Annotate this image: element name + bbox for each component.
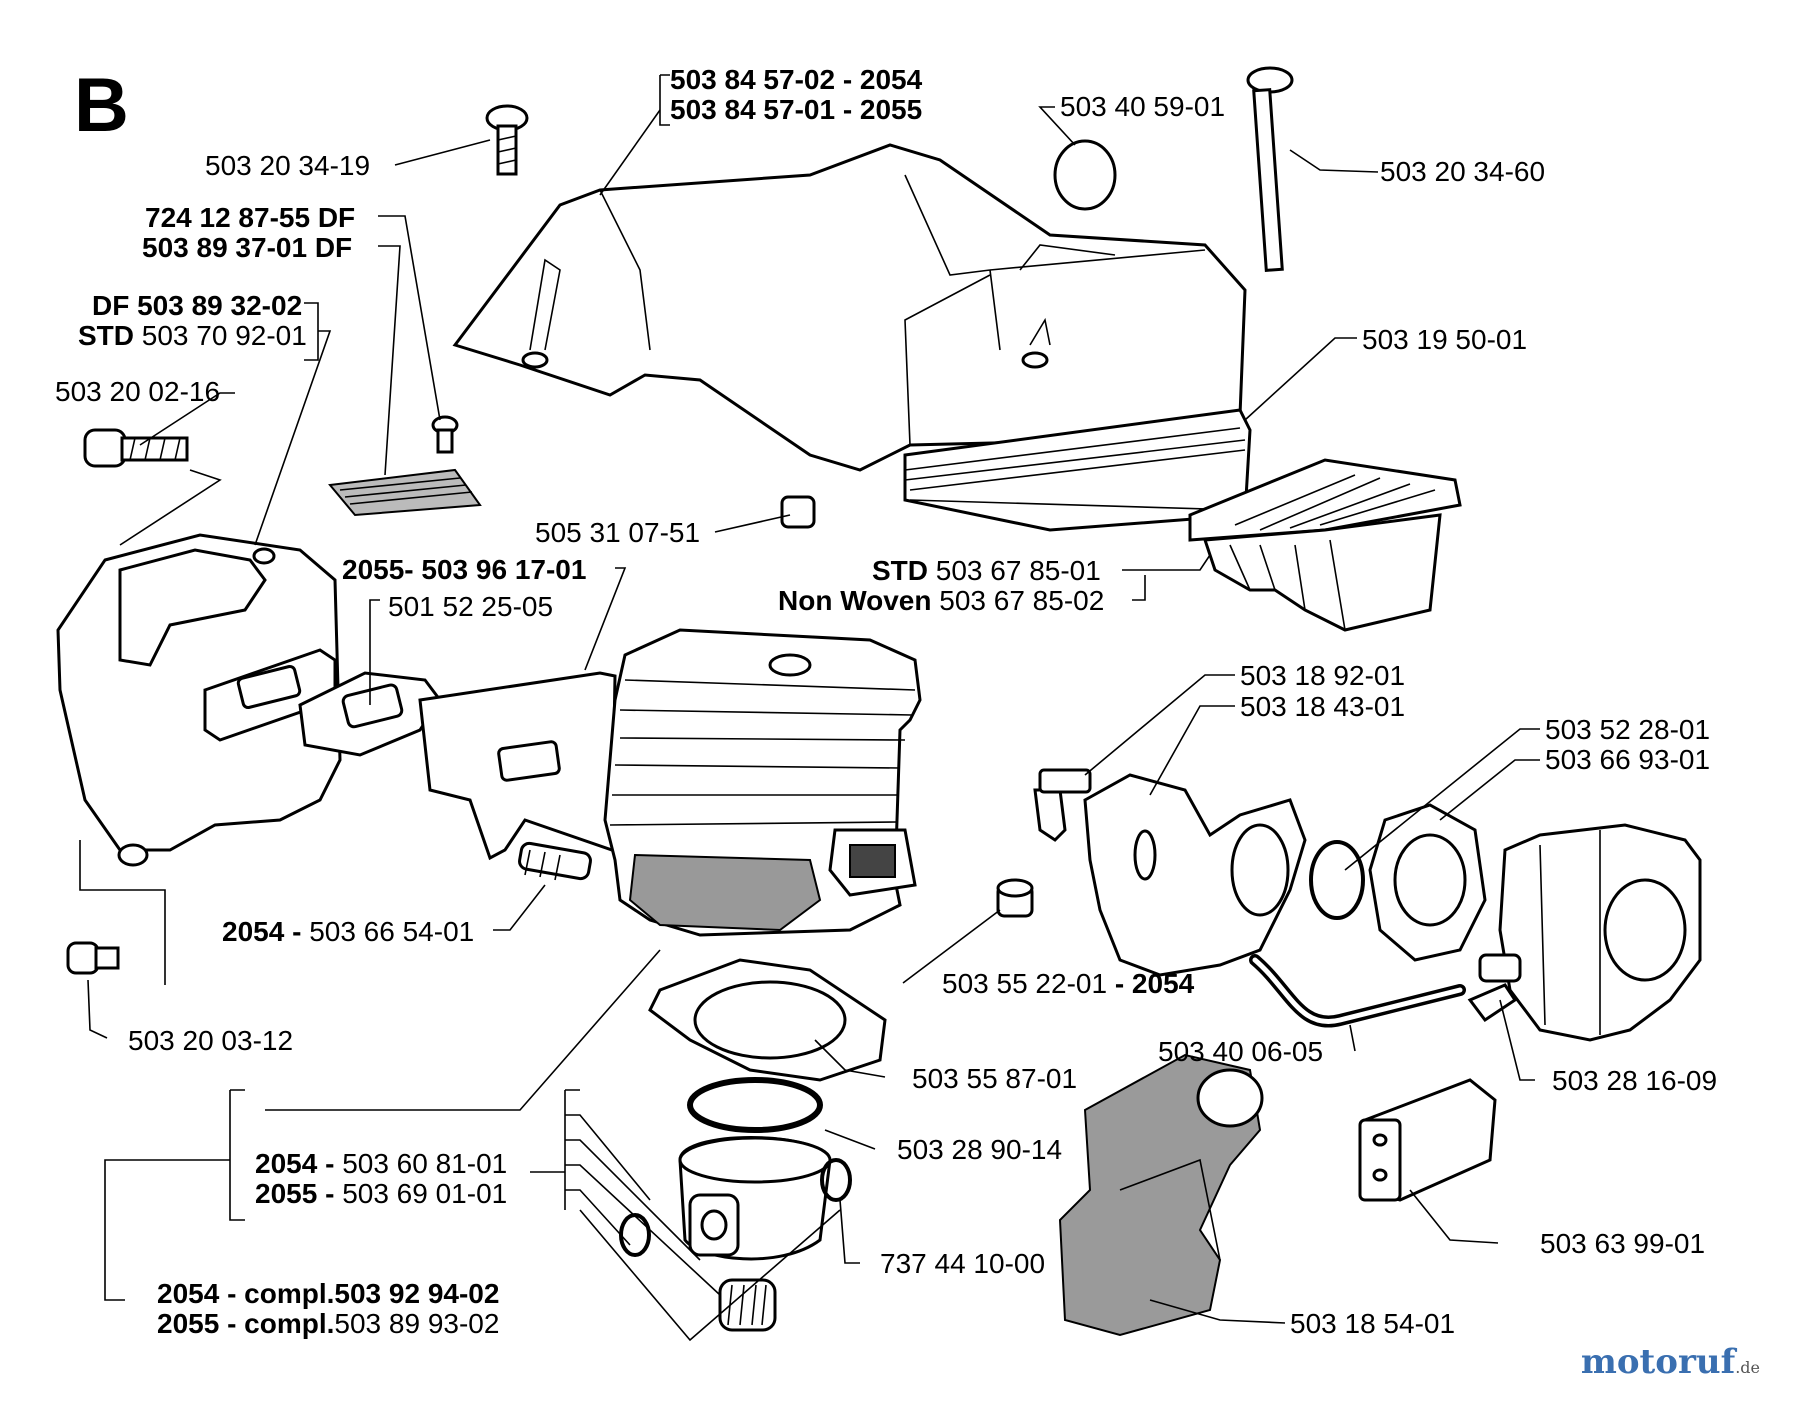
label-filter-std: STD 503 67 85-01 xyxy=(872,557,1101,585)
top-screw-drawing xyxy=(485,104,529,176)
label-filter-std-prefix: STD xyxy=(872,555,928,586)
df-screen-drawing xyxy=(328,415,482,517)
label-cyl-2055-prefix: 2055 - xyxy=(255,1178,335,1209)
label-seal-strip: 503 19 50-01 xyxy=(1362,324,1528,355)
label-screw-top: 503 20 34-19 xyxy=(205,150,371,181)
label-plug-2054-number: 503 55 22-01 xyxy=(942,968,1108,999)
plug-cap-drawing xyxy=(1053,139,1117,211)
watermark-logo: motoruf.de xyxy=(1581,1342,1760,1382)
watermark-brand: motoruf xyxy=(1580,1342,1736,1382)
label-base-gasket: 503 55 87-01 xyxy=(912,1063,1078,1094)
label-airfilter-cover-2054: 503 84 57-02 - 2054 xyxy=(670,64,923,95)
buffer-drawing xyxy=(1358,1078,1497,1202)
label-piston-ring: 503 28 90-14 xyxy=(897,1134,1063,1165)
label-filter-nw-prefix: Non Woven xyxy=(778,585,932,616)
label-buffer: 503 63 99-01 xyxy=(1540,1228,1706,1259)
intake-manifold-drawing xyxy=(1058,1053,1264,1337)
label-plug-2054: 503 55 22-01 - 2054 xyxy=(942,970,1194,998)
label-cyl-2054-prefix: 2054 - xyxy=(255,1148,335,1179)
label-intake-clip-b: 503 18 43-01 xyxy=(1240,691,1406,722)
label-muffler-std: STD 503 70 92-01 xyxy=(78,322,307,350)
carb-gasket-drawing xyxy=(1368,803,1487,962)
label-decomp-valve-number: 503 66 54-01 xyxy=(309,916,475,947)
label-circlip: 737 44 10-00 xyxy=(880,1248,1046,1279)
cylinder-cover-drawing xyxy=(452,143,1252,532)
label-long-bolt: 503 20 34-60 xyxy=(1380,156,1546,187)
needle-bearing-drawing xyxy=(718,1278,777,1332)
grommet-drawing xyxy=(780,495,816,529)
label-carb-gasket-b: 503 66 93-01 xyxy=(1545,744,1711,775)
label-cyl-2054-number: 503 60 81-01 xyxy=(342,1148,508,1179)
label-cyl-2055-number: 503 69 01-01 xyxy=(342,1178,508,1209)
long-bolt-drawing xyxy=(1246,66,1294,272)
leader-lines xyxy=(79,74,1540,1342)
carburetor-drawing xyxy=(1467,823,1702,1042)
section-letter: B xyxy=(74,63,129,148)
piston-drawing xyxy=(678,1136,832,1261)
label-filter-std-number: 503 67 85-01 xyxy=(935,555,1101,586)
label-muffler-std-prefix: STD xyxy=(78,320,134,351)
label-cyl-2055: 2055 - 503 69 01-01 xyxy=(255,1180,507,1208)
label-muffler-df: DF 503 89 32-02 xyxy=(92,292,302,320)
label-compl-2055-prefix: 2055 - compl. xyxy=(157,1308,335,1339)
label-muffler-df-number: 503 89 32-02 xyxy=(137,290,303,321)
muffler-bolt-drawing xyxy=(83,428,189,468)
muffler-screw-drawing xyxy=(66,941,120,975)
decomp-valve-drawing xyxy=(518,841,592,881)
base-gasket-drawing xyxy=(648,958,887,1082)
muffler-drawing xyxy=(56,533,342,867)
label-compl-2054: 2054 - compl.503 92 94-02 xyxy=(157,1280,499,1308)
label-impulse-hose: 503 40 06-05 xyxy=(1158,1036,1324,1067)
label-airfilter-cover-2055: 503 84 57-01 - 2055 xyxy=(670,94,923,125)
intake-ring-drawing xyxy=(1309,840,1365,920)
label-filter-nw-number: 503 67 85-02 xyxy=(939,585,1105,616)
intake-adapter-drawing xyxy=(1033,768,1307,977)
label-carb-gasket-a: 503 52 28-01 xyxy=(1545,714,1711,745)
muffler-gasket-drawing xyxy=(298,671,442,757)
air-filter-drawing xyxy=(1188,458,1462,632)
piston-ring-drawing xyxy=(687,1077,823,1133)
label-screen-df-b: 503 89 37-01 DF xyxy=(142,232,353,263)
label-decomp-valve-prefix: 2054 - xyxy=(222,916,302,947)
label-plug-2054-suffix: - 2054 xyxy=(1114,968,1195,999)
label-intake-clip-a: 503 18 92-01 xyxy=(1240,660,1406,691)
label-compl-2054-prefix: 2054 - compl. xyxy=(157,1278,335,1309)
label-compl-2055: 2055 - compl.503 89 93-02 xyxy=(157,1310,499,1338)
label-muffler-gasket: 501 52 25-05 xyxy=(388,591,554,622)
label-muffler-df-prefix: DF xyxy=(92,290,130,321)
label-filter-nonwoven: Non Woven 503 67 85-02 xyxy=(778,587,1104,615)
plug-drawing xyxy=(996,878,1034,918)
label-plug-cap: 503 40 59-01 xyxy=(1060,91,1226,122)
label-muffler-screw: 503 20 03-12 xyxy=(128,1025,294,1056)
cylinder-drawing xyxy=(603,628,922,937)
label-screen-df-a: 724 12 87-55 DF xyxy=(145,202,356,233)
label-muffler-std-number: 503 70 92-01 xyxy=(141,320,307,351)
label-heat-shield: 2055- 503 96 17-01 xyxy=(342,554,587,585)
label-muffler-bolt: 503 20 02-16 xyxy=(55,376,221,407)
heat-shield-drawing xyxy=(418,671,617,861)
watermark-domain: .de xyxy=(1735,1358,1760,1377)
label-carb-screw: 503 28 16-09 xyxy=(1552,1065,1718,1096)
label-grommet: 505 31 07-51 xyxy=(535,517,701,548)
label-compl-2055-number: 503 89 93-02 xyxy=(334,1308,500,1339)
circlip-left-drawing xyxy=(619,1213,651,1257)
label-compl-2054-number: 503 92 94-02 xyxy=(334,1278,500,1309)
label-decomp-valve: 2054 - 503 66 54-01 xyxy=(222,918,474,946)
label-cyl-2054: 2054 - 503 60 81-01 xyxy=(255,1150,507,1178)
label-intake-manifold: 503 18 54-01 xyxy=(1290,1308,1456,1339)
circlip-right-drawing xyxy=(820,1158,852,1202)
